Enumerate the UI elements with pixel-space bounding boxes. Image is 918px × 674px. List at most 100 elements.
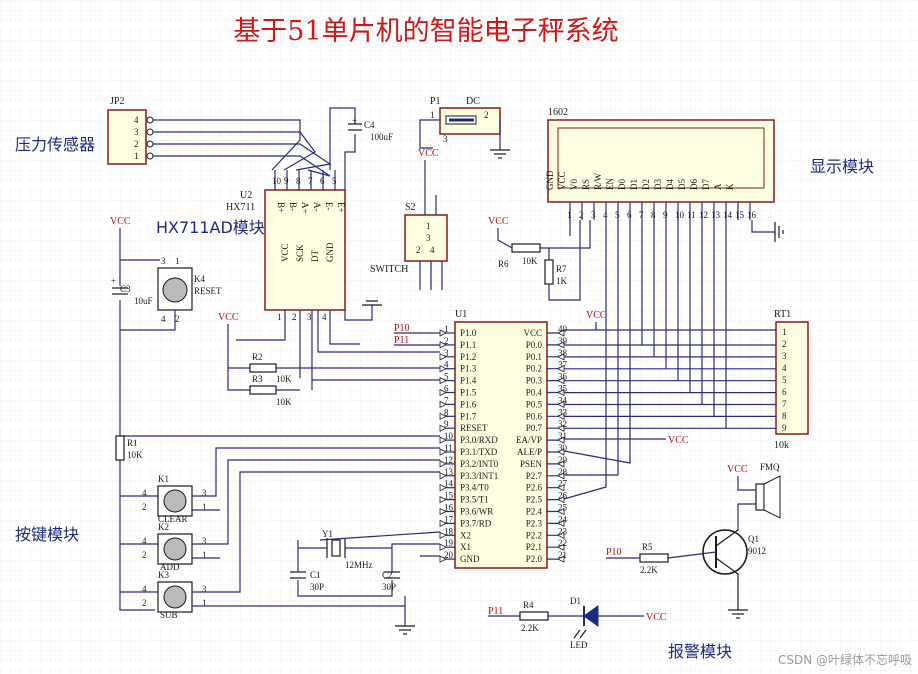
lcd-num-15: 16 bbox=[747, 210, 757, 220]
u1-left-pin-9: P3.0/RXD bbox=[460, 435, 498, 445]
c4-label: C4 bbox=[364, 120, 375, 130]
u1-right-num-13: 27 bbox=[558, 479, 568, 489]
reset-button-k4[interactable]: K4 RESET 3 1 4 2 bbox=[157, 256, 222, 324]
lcd-1602: 1602 GND1VCC2V03RS4R/W5EN6D07D18D29D310D… bbox=[545, 107, 775, 220]
r3-label: R3 bbox=[252, 374, 263, 384]
lcd-pin-5: EN bbox=[605, 178, 615, 190]
key-k1-clear[interactable]: K1 CLEAR 42 31 bbox=[142, 474, 207, 524]
key-k3-sub[interactable]: K3 SUB 42 31 bbox=[142, 570, 207, 620]
r3-value: 10K bbox=[276, 397, 292, 407]
u1-left-pin-8: RESET bbox=[460, 423, 488, 433]
u1-right-num-17: 23 bbox=[558, 526, 568, 536]
u1-left-pin-15: P3.6/WR bbox=[460, 507, 493, 517]
u1-left-num-11: 12 bbox=[444, 455, 453, 465]
svg-text:1: 1 bbox=[430, 110, 435, 120]
u1-right-pin-17: P2.2 bbox=[526, 530, 542, 540]
lcd-pin-3: RS bbox=[581, 179, 591, 190]
u1-left-pin-7: P1.7 bbox=[460, 411, 477, 421]
r2-label: R2 bbox=[252, 352, 263, 362]
c4-value: 100uF bbox=[370, 132, 393, 142]
net-p10-label-2: P10 bbox=[606, 547, 622, 558]
r1-value: 10K bbox=[127, 450, 143, 460]
lcd-num-10: 11 bbox=[687, 210, 696, 220]
lcd-pin-11: D5 bbox=[677, 179, 687, 190]
u1-right-num-15: 25 bbox=[558, 503, 568, 513]
u1-left-num-2: 3 bbox=[444, 348, 449, 358]
lcd-pin-14: A bbox=[713, 183, 723, 190]
r5-label: R5 bbox=[642, 542, 653, 552]
u1-left-num-15: 16 bbox=[444, 503, 454, 513]
u1-right-pin-19: P2.0 bbox=[526, 554, 543, 564]
lcd-num-4: 5 bbox=[615, 210, 620, 220]
c1-label: C1 bbox=[310, 570, 321, 580]
hx711-top-pin-1: B- bbox=[288, 202, 298, 211]
svg-text:4: 4 bbox=[142, 488, 147, 498]
k1-caption: CLEAR bbox=[158, 514, 188, 524]
key-k2-add[interactable]: K2 ADD 42 31 bbox=[142, 522, 207, 572]
u1-right-pin-1: P0.0 bbox=[526, 340, 543, 350]
hx711-top-pin-2: A+ bbox=[300, 202, 310, 214]
vcc-label-ea: VCC bbox=[668, 435, 689, 446]
c3-label: C3 bbox=[120, 284, 131, 294]
hx711-top-num-1: 9 bbox=[284, 176, 289, 186]
rt1-pin-9: 9 bbox=[782, 423, 787, 433]
lcd-pin-10: D4 bbox=[665, 179, 675, 190]
u1-left-pin-1: P1.1 bbox=[460, 340, 476, 350]
u1-right-pin-8: P0.7 bbox=[526, 423, 543, 433]
k2-label: K2 bbox=[158, 522, 169, 532]
u1-right-num-9: 31 bbox=[558, 431, 567, 441]
u1-right-pin-3: P0.2 bbox=[526, 364, 542, 374]
u1-right-pin-10: ALE/P bbox=[517, 447, 542, 457]
k3-caption: SUB bbox=[160, 610, 178, 620]
u1-right-num-14: 26 bbox=[558, 491, 568, 501]
r5-value: 2.2K bbox=[640, 565, 658, 575]
c2-value: 30P bbox=[382, 582, 396, 592]
k1-label: K1 bbox=[158, 474, 169, 484]
u1-left-pin-17: X2 bbox=[460, 530, 471, 540]
lcd-pin-2: V0 bbox=[569, 179, 579, 190]
u1-right-pin-9: EA/VP bbox=[516, 435, 542, 445]
u1-right-num-8: 32 bbox=[558, 419, 567, 429]
svg-text:3: 3 bbox=[202, 584, 207, 594]
jp2-pin-4: 4 bbox=[134, 115, 139, 125]
hx711-bottom-num-0: 1 bbox=[277, 312, 282, 322]
svg-text:2: 2 bbox=[142, 598, 147, 608]
r4-label: R4 bbox=[523, 600, 534, 610]
u1-left-pin-13: P3.4/T0 bbox=[460, 483, 489, 493]
u1-left-num-9: 10 bbox=[444, 431, 454, 441]
u2-label: U2 bbox=[240, 190, 252, 201]
lcd-pin-6: D0 bbox=[617, 179, 627, 190]
u1-right-pin-7: P0.6 bbox=[526, 411, 543, 421]
vcc-label-1: VCC bbox=[418, 148, 439, 159]
dc-jack-p1: P1 DC 1 2 3 bbox=[419, 96, 510, 159]
u1-right-pin-14: P2.5 bbox=[526, 495, 543, 505]
power-switch-s2: S2 SWITCH 1 3 2 4 bbox=[370, 160, 448, 290]
rt1-pin-5: 5 bbox=[782, 375, 787, 385]
hx711-bottom-num-3: 4 bbox=[322, 312, 327, 322]
u1-right-pin-16: P2.3 bbox=[526, 518, 543, 528]
u1-right-pin-6: P0.5 bbox=[526, 399, 543, 409]
lcd-pin-7: D1 bbox=[629, 179, 639, 190]
k4-label: K4 bbox=[194, 274, 205, 284]
hx711-top-pin-4: E- bbox=[324, 202, 334, 211]
module-label-alarm: 报警模块 bbox=[668, 642, 732, 661]
watermark: CSDN @叶绿体不忘呼吸 bbox=[778, 652, 912, 667]
lcd-pin-0: GND bbox=[545, 170, 555, 190]
hx711-top-pin-0: B+ bbox=[276, 202, 286, 213]
lcd-pin-12: D6 bbox=[689, 179, 699, 190]
hx711-module: U2 HX711 10B+9B-8A+7A-6E-5E+ VCC1SCK2DT3… bbox=[226, 170, 346, 322]
u1-right-num-4: 36 bbox=[558, 372, 568, 382]
lcd-num-1: 2 bbox=[579, 210, 584, 220]
lcd-pin-15: K bbox=[725, 183, 735, 190]
led-d1: D1 LED bbox=[570, 596, 599, 650]
rt1-pin-7: 7 bbox=[782, 399, 787, 409]
u1-left-pin-11: P3.2/INT0 bbox=[460, 459, 499, 469]
u1-left-num-17: 18 bbox=[444, 526, 454, 536]
svg-text:+: + bbox=[352, 116, 357, 126]
svg-text:3: 3 bbox=[443, 134, 448, 144]
p0-data-bus bbox=[563, 220, 776, 500]
svg-text:1: 1 bbox=[202, 502, 207, 512]
u1-right-num-3: 37 bbox=[558, 360, 568, 370]
